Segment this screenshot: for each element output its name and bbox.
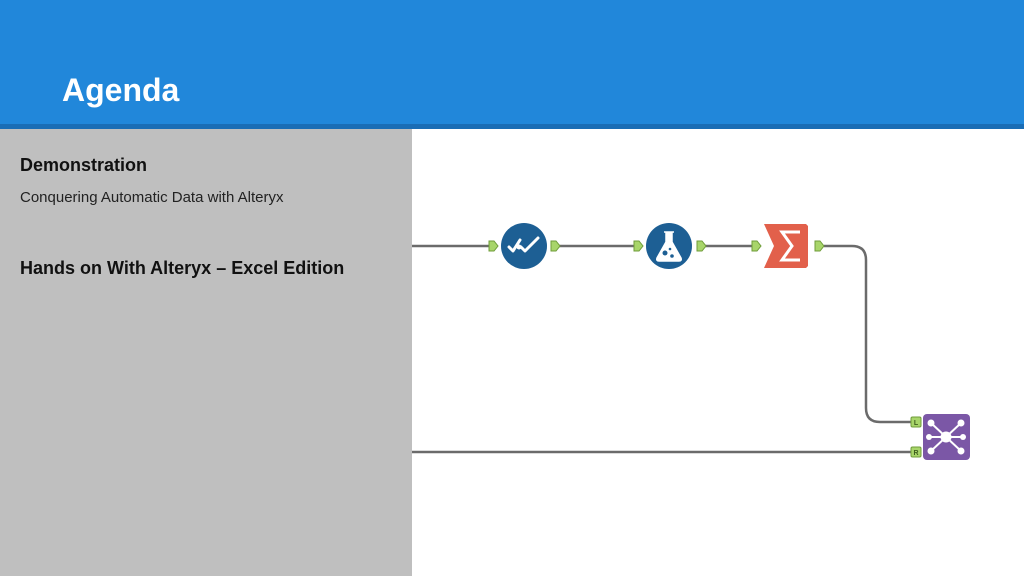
agenda-item-demonstration-subtitle: Conquering Automatic Data with Alteryx <box>20 189 284 206</box>
input-anchor[interactable] <box>751 240 762 252</box>
agenda-panel <box>0 129 412 576</box>
summarize-icon <box>764 224 808 268</box>
data-cleansing-icon <box>501 223 547 269</box>
connection-summarize-join-left <box>824 244 911 424</box>
output-anchor[interactable] <box>814 240 825 252</box>
agenda-item-hands-on: Hands on With Alteryx – Excel Edition <box>20 258 345 278</box>
join-left-anchor[interactable] <box>910 416 922 428</box>
workflow-connections <box>412 244 911 454</box>
agenda-item-demonstration: Demonstration <box>20 155 148 175</box>
output-anchor[interactable] <box>696 240 707 252</box>
output-anchor[interactable] <box>550 240 561 252</box>
slide-title: Agenda <box>62 72 180 108</box>
join-right-anchor[interactable] <box>910 446 922 458</box>
join-right-anchor-label: R <box>913 450 918 457</box>
input-anchor[interactable] <box>488 240 499 252</box>
input-anchor[interactable] <box>633 240 644 252</box>
data-cleansing-tool[interactable] <box>501 223 547 269</box>
formula-tool[interactable] <box>646 223 692 269</box>
slide-header <box>0 0 1024 124</box>
summarize-tool[interactable] <box>764 224 808 268</box>
header-divider <box>0 124 1024 129</box>
join-tool[interactable] <box>923 414 970 460</box>
join-left-anchor-label: L <box>914 420 919 427</box>
